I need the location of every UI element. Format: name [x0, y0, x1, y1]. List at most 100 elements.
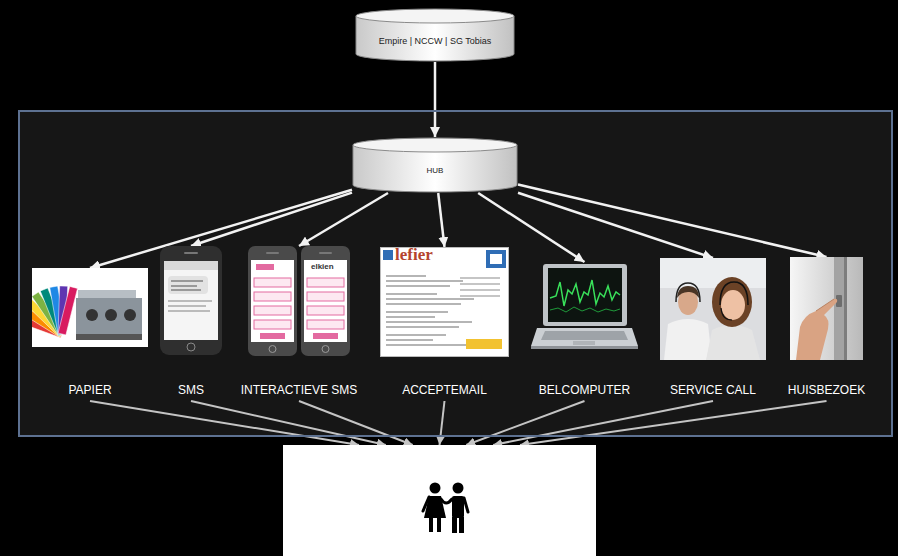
- illustration-part: [490, 254, 502, 264]
- illustration-part: [171, 280, 203, 282]
- customer-box: [283, 445, 596, 556]
- illustration-part: [76, 334, 142, 340]
- cylinder-part: [353, 138, 517, 152]
- illustration-part: [721, 290, 745, 320]
- illustration-part: [796, 299, 837, 360]
- illustration-part: [313, 333, 338, 339]
- illustration-part: [386, 339, 433, 341]
- channel-label: INTERACTIEVE SMS: [241, 383, 358, 397]
- channel-illustration: [248, 246, 350, 356]
- illustration-part: [677, 286, 699, 298]
- couple-icon-part: [430, 483, 441, 494]
- illustration-part: [548, 268, 622, 322]
- illustration-part: [664, 319, 712, 360]
- illustration-part: [322, 346, 329, 353]
- channel-illustration: [160, 246, 222, 355]
- illustration-part: [386, 326, 459, 328]
- illustration-part: [386, 298, 474, 300]
- hub-database: HUB: [352, 137, 518, 193]
- illustration-part: [160, 246, 222, 355]
- cylinder-shape: [355, 8, 515, 62]
- channel-label: SMS: [178, 383, 204, 397]
- illustration-part: [386, 334, 446, 336]
- illustration-part: [266, 252, 279, 254]
- illustration-part: [168, 300, 212, 302]
- connector-arrow: [518, 193, 713, 258]
- illustration-part: [721, 308, 732, 320]
- illustration-part: [307, 320, 344, 329]
- illustration-part: [816, 299, 834, 311]
- database-label: Empire | NCCW | SG Tobias: [379, 36, 492, 47]
- illustration-part: [386, 344, 470, 346]
- channel-card: INTERACTIEVE SMS: [238, 246, 361, 401]
- illustration-part: [171, 289, 201, 291]
- illustration-part: [248, 246, 297, 356]
- couple-icon: [283, 445, 596, 556]
- connector-arrow: [191, 193, 352, 246]
- illustration-part: [187, 343, 195, 351]
- logo-text: lefier: [395, 246, 433, 263]
- channel-label: HUISBEZOEK: [788, 383, 865, 397]
- illustration-part: [706, 325, 760, 360]
- illustration-part: [124, 309, 136, 321]
- illustration-part: [460, 289, 500, 291]
- illustration-part: [301, 246, 350, 356]
- couple-icon-part: [452, 496, 464, 518]
- illustration-part: [254, 292, 291, 301]
- illustration-part: [531, 328, 638, 346]
- database-label: HUB: [427, 166, 444, 176]
- illustration-part: [660, 258, 766, 288]
- illustration-part: [58, 286, 77, 335]
- channel-label: PAPIER: [68, 383, 111, 397]
- couple-icon-part: [423, 497, 429, 511]
- illustration-part: [307, 306, 344, 315]
- illustration-part: [32, 268, 148, 347]
- couple-icon-part: [459, 517, 464, 533]
- cylinder-part: [356, 9, 514, 23]
- channel-illustration: [531, 262, 638, 349]
- illustration-part: [171, 285, 197, 287]
- channel-card: BELCOMPUTER: [531, 262, 638, 401]
- channel-card: SERVICE CALL: [660, 258, 766, 401]
- illustration-part: [260, 333, 285, 339]
- illustration-part: [319, 252, 332, 254]
- illustration-part: [386, 275, 426, 277]
- channel-card: SMS: [160, 246, 222, 401]
- illustration-part: [550, 280, 620, 306]
- logo-text: elkien: [311, 263, 334, 271]
- illustration-part: [164, 261, 218, 270]
- illustration-part: [254, 320, 291, 329]
- illustration-part: [168, 310, 210, 312]
- illustration-part: [573, 341, 595, 345]
- couple-icon-part: [437, 518, 441, 532]
- source-database: Empire | NCCW | SG Tobias: [355, 8, 515, 62]
- illustration-part: [168, 305, 206, 307]
- couple-icon-part: [453, 483, 464, 494]
- channel-label: ACCEPTEMAIL: [402, 383, 487, 397]
- connector-arrow: [440, 401, 445, 445]
- connector-arrow: [518, 185, 827, 258]
- illustration-part: [164, 261, 218, 340]
- illustration-part: [386, 316, 435, 318]
- channel-card: HUISBEZOEK: [785, 257, 869, 401]
- illustration-part: [304, 260, 347, 342]
- illustration-part: [660, 258, 766, 360]
- panel-fill: [18, 110, 893, 437]
- illustration-part: [383, 250, 393, 260]
- channel-card: PAPIER: [32, 268, 148, 401]
- illustration-part: [834, 257, 844, 360]
- illustration-part: [307, 278, 344, 287]
- channel-illustration: [380, 247, 509, 357]
- connector-arrow: [434, 62, 437, 137]
- illustration-part: [550, 307, 620, 312]
- illustration-part: [254, 306, 291, 315]
- illustration-part: [790, 257, 863, 360]
- illustration-part: [168, 276, 208, 294]
- connector-arrow: [438, 193, 444, 247]
- illustration-part: [307, 292, 344, 301]
- channel-illustration: [32, 268, 148, 347]
- illustration-part: [466, 339, 502, 349]
- channel-label: SERVICE CALL: [670, 383, 756, 397]
- illustration-part: [486, 250, 506, 268]
